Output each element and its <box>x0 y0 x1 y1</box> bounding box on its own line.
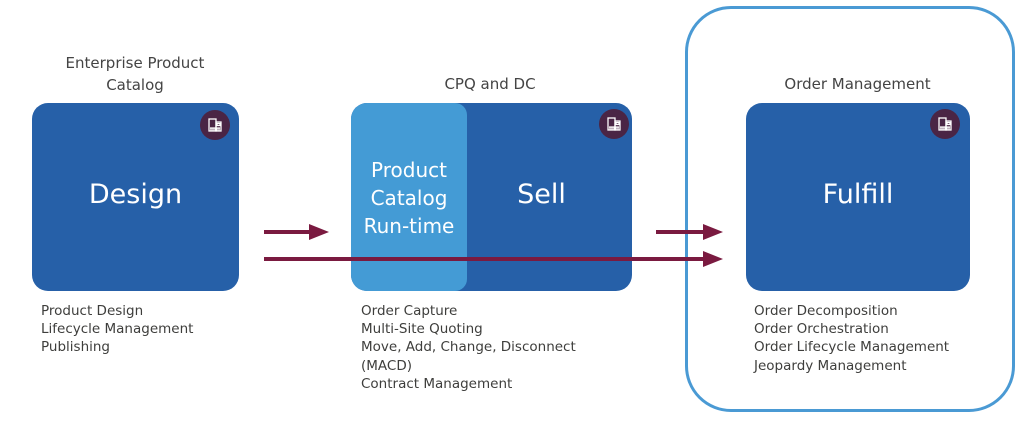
fulfill-box[interactable]: Fulfill <box>746 103 970 291</box>
order-management-capabilities-list: Order Decomposition Order Orchestration … <box>754 302 949 375</box>
capability-item: Move, Add, Change, Disconnect <box>361 339 576 356</box>
order-management-highlight-frame <box>685 6 1015 412</box>
fulfill-label: Fulfill <box>822 179 894 210</box>
stage-title-cpq-and-dc: CPQ and DC <box>444 75 536 93</box>
runtime-label-line: Catalog <box>370 186 448 210</box>
building-icon <box>930 109 960 139</box>
capability-item: Contract Management <box>361 375 513 392</box>
capability-item: Order Capture <box>361 303 458 319</box>
arrow-design-to-cpq <box>264 224 329 240</box>
capability-item: Order Decomposition <box>754 303 898 319</box>
runtime-label-line: Product <box>371 158 447 182</box>
capability-item: Lifecycle Management <box>41 321 194 338</box>
stage-title-order-management: Order Management <box>784 75 931 93</box>
capability-item: Jeopardy Management <box>754 357 907 374</box>
runtime-label-line: Run-time <box>363 214 455 238</box>
capability-item: (MACD) <box>361 357 413 374</box>
stage-title-line: Catalog <box>106 76 164 94</box>
cpq-capabilities-list: Order Capture Multi-Site Quoting Move, A… <box>361 302 576 393</box>
stage-title-enterprise-product-catalog: Enterprise Product Catalog <box>30 52 240 96</box>
building-icon <box>200 110 230 140</box>
capability-item: Multi-Site Quoting <box>361 321 483 338</box>
product-catalog-runtime-label: Product Catalog Run-time <box>351 156 467 240</box>
capability-item: Order Orchestration <box>754 321 889 338</box>
capability-item: Product Design <box>41 303 144 319</box>
building-icon <box>599 109 629 139</box>
capability-item: Publishing <box>41 339 110 356</box>
stage-title-line: Enterprise Product <box>65 54 205 72</box>
capability-item: Order Lifecycle Management <box>754 339 950 356</box>
design-label: Design <box>88 179 183 210</box>
design-box[interactable]: Design <box>32 103 239 291</box>
design-capabilities-list: Product Design Lifecycle Management Publ… <box>41 302 193 357</box>
sell-label: Sell <box>517 179 566 210</box>
arrow-design-to-order-management <box>264 251 723 267</box>
arrow-cpq-to-order-management <box>656 224 723 240</box>
